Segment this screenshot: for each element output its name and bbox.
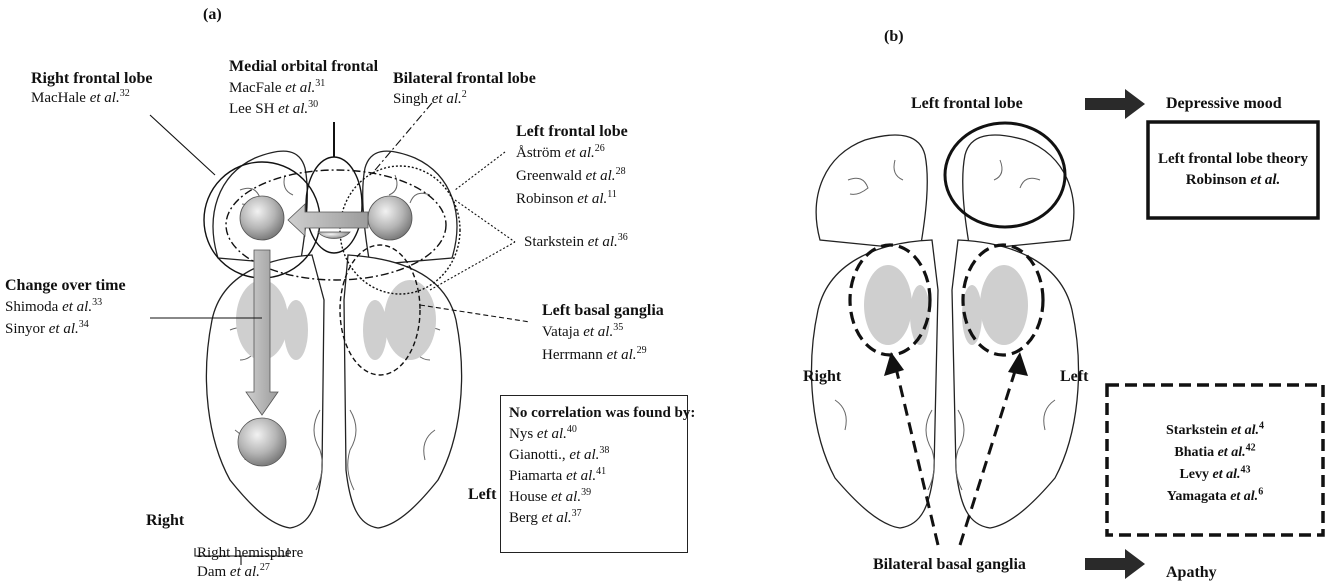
apathy-label: Apathy [1166,564,1217,582]
theory-line-2: Robinson et al. [1148,171,1318,189]
leader-left-frontal-1 [455,152,505,190]
left-frontal-ref-1: Åström et al.26 [516,144,605,162]
panel-b-right-label: Right [803,368,841,386]
right-frontal-lobe-ref: MacHale et al.32 [31,89,130,107]
theory-box [1148,122,1318,218]
leader-left-frontal-2 [455,200,515,242]
left-basal-ganglia-title: Left basal ganglia [542,302,664,320]
sphere-right-frontal [240,196,284,240]
no-correlation-ref-2: Gianotti., et al.38 [509,445,687,466]
brain-b-basal-ganglia [864,265,1028,345]
apathy-ref-4: Yamagata et al.6 [1107,486,1323,508]
sphere-right-hemisphere [238,418,286,466]
panel-a-label: (a) [203,6,222,24]
left-basal-ref-2: Herrmann et al.29 [542,346,647,364]
theory-line-1: Left frontal lobe theory [1148,150,1318,168]
starkstein-ref: Starkstein et al.36 [524,233,628,251]
no-correlation-box: No correlation was found by: Nys et al.4… [500,395,688,553]
medial-orbital-frontal-title: Medial orbital frontal [229,58,378,76]
apathy-ref-3: Levy et al.43 [1107,464,1323,486]
panel-b-label: (b) [884,28,904,46]
no-correlation-ref-4: House et al.39 [509,487,687,508]
medial-orbital-ref-2: Lee SH et al.30 [229,100,318,118]
medial-orbital-ref-1: MacFale et al.31 [229,79,325,97]
sphere-left-frontal [368,196,412,240]
no-correlation-ref-3: Piamarta et al.41 [509,466,687,487]
change-over-time-title: Change over time [5,277,126,295]
sphere-medial-half [318,232,350,239]
leader-right-frontal [150,115,215,175]
bilateral-frontal-lobe-ref: Singh et al.2 [393,90,467,108]
brain-b-upper-right [963,135,1074,250]
no-correlation-ref-1: Nys et al.40 [509,424,687,445]
arrow-to-apathy [1085,549,1145,579]
left-frontal-lobe-title: Left frontal lobe [516,123,628,141]
right-hemisphere-ref: Dam et al.27 [197,563,270,581]
arrow-left-to-right [288,204,368,236]
left-basal-ref-1: Vataja et al.35 [542,323,623,341]
apathy-ref-1: Starkstein et al.4 [1107,420,1323,442]
bilateral-basal-ganglia-label: Bilateral basal ganglia [873,556,1026,574]
left-frontal-ref-3: Robinson et al.11 [516,190,617,208]
right-hemisphere-title: Right hemisphere [197,544,303,562]
depressive-mood-label: Depressive mood [1166,95,1282,113]
bilateral-frontal-lobe-title: Bilateral frontal lobe [393,70,536,88]
panel-b-left-label: Left [1060,368,1088,386]
brain-b-upper-left [816,135,927,250]
panel-b-left-frontal-lobe: Left frontal lobe [911,95,1023,113]
change-over-time-ref-2: Sinyor et al.34 [5,320,89,338]
apathy-ref-2: Bhatia et al.42 [1107,442,1323,464]
arrow-to-depressive-mood [1085,89,1145,119]
panel-a-right-label: Right [146,512,184,530]
no-correlation-ref-5: Berg et al.37 [509,508,687,529]
no-correlation-title: No correlation was found by: [509,402,687,424]
right-frontal-lobe-title: Right frontal lobe [31,70,152,88]
panel-a-left-label: Left [468,486,496,504]
left-frontal-ref-2: Greenwald et al.28 [516,167,626,185]
change-over-time-ref-1: Shimoda et al.33 [5,298,102,316]
